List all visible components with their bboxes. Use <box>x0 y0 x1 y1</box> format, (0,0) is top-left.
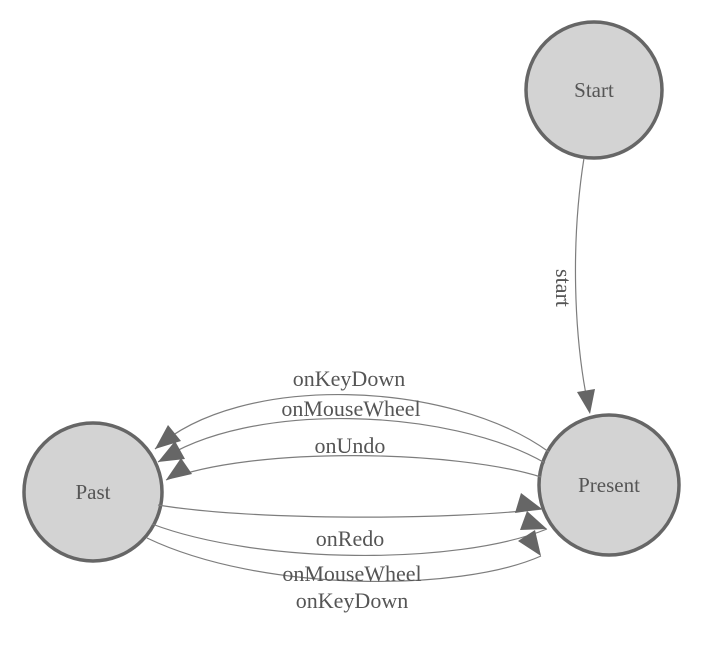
arrowhead-icon <box>577 389 595 414</box>
edge-past-to-present-onmousewheel <box>151 523 548 557</box>
edge-present-to-past-onkeydown <box>154 394 550 453</box>
state-node-start[interactable] <box>524 20 664 160</box>
arrowhead-group <box>155 389 595 556</box>
edge-label-onkeydown-bottom: onKeyDown <box>296 588 408 613</box>
node-label-present: Present <box>578 473 640 497</box>
edge-present-to-past-onmousewheel <box>157 417 546 464</box>
edge-label-onredo: onRedo <box>316 526 384 551</box>
edge-group <box>146 157 590 582</box>
edge-label-onkeydown-top: onKeyDown <box>293 366 405 391</box>
edge-label-group: start onKeyDown onMouseWheel onUndo onRe… <box>281 269 576 613</box>
edge-label-onmousewheel-bottom: onMouseWheel <box>282 561 421 586</box>
arrowhead-icon <box>520 511 547 530</box>
arrowhead-icon <box>515 493 542 513</box>
arrowhead-icon <box>158 441 185 462</box>
node-label-start: Start <box>574 78 614 102</box>
edge-present-to-past-onundo <box>165 455 542 481</box>
node-group <box>22 20 681 563</box>
edge-label-onundo: onUndo <box>315 433 386 458</box>
node-label-group: Start Past Present <box>75 78 640 504</box>
edge-label-start: start <box>551 269 576 307</box>
node-label-past: Past <box>75 480 110 504</box>
arrowhead-icon <box>518 530 541 556</box>
edge-past-to-present-onkeydown <box>146 537 542 582</box>
state-node-past[interactable] <box>22 421 164 563</box>
arrowhead-icon <box>166 458 192 480</box>
edge-past-to-present-onredo <box>157 504 543 518</box>
state-node-present[interactable] <box>537 413 681 557</box>
edge-start-to-present <box>574 157 590 411</box>
edge-label-onmousewheel-top: onMouseWheel <box>281 396 420 421</box>
